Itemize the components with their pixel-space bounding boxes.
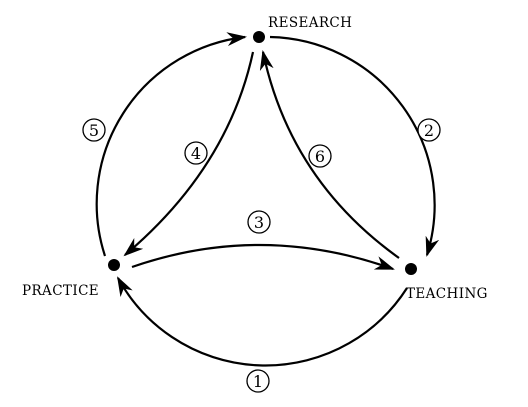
edge-5-label: 5 xyxy=(89,121,99,140)
edge-6-badge: 6 xyxy=(308,144,332,168)
edge-3-arrow xyxy=(131,243,395,271)
node-research-dot xyxy=(253,31,265,43)
node-practice-dot xyxy=(108,259,120,271)
node-teaching-label: TEACHING xyxy=(406,286,488,302)
edge-1-badge: 1 xyxy=(246,369,270,393)
edge-4-arrow xyxy=(123,51,255,257)
edge-2-label: 2 xyxy=(424,121,434,140)
edge-5-arrow xyxy=(95,32,247,257)
edge-6-label: 6 xyxy=(315,147,325,166)
node-research-label: RESEARCH xyxy=(268,15,352,31)
edge-6-arrow xyxy=(259,50,400,259)
edge-1-label: 1 xyxy=(253,372,263,391)
edge-4-badge: 4 xyxy=(184,141,208,165)
edge-4-label: 4 xyxy=(191,144,201,163)
node-teaching-dot xyxy=(405,263,417,275)
edge-2-arrow xyxy=(269,35,440,257)
edge-1-arrow xyxy=(117,276,408,367)
edge-3-badge: 3 xyxy=(247,210,271,234)
edge-2-badge: 2 xyxy=(417,118,441,142)
edge-3-label: 3 xyxy=(254,213,264,232)
edge-5-badge: 5 xyxy=(82,118,106,142)
node-practice-label: PRACTICE xyxy=(22,283,99,299)
